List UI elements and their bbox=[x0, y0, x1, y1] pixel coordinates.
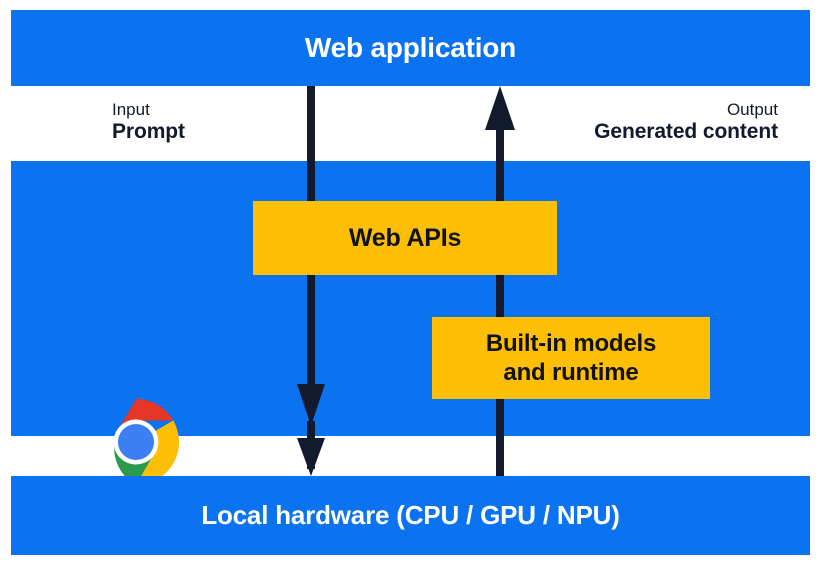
output-value: Generated content bbox=[594, 120, 778, 144]
builtin-models-line2: and runtime bbox=[503, 359, 639, 386]
input-kicker: Input bbox=[112, 100, 150, 119]
chrome-logo bbox=[113, 398, 180, 486]
output-kicker: Output bbox=[726, 100, 778, 119]
box-web-apis: Web APIs bbox=[253, 201, 557, 275]
input-value: Prompt bbox=[112, 120, 185, 144]
output-label: Output Generated content bbox=[594, 100, 778, 145]
builtin-models-line1: Built-in models bbox=[485, 329, 657, 357]
box-builtin-models: Built-in models and runtime bbox=[432, 317, 710, 399]
band-local-hardware: Local hardware (CPU / GPU / NPU) bbox=[11, 476, 810, 555]
local-hardware-title: Local hardware (CPU / GPU / NPU) bbox=[201, 500, 620, 530]
input-label: Input Prompt bbox=[112, 100, 185, 145]
web-application-title: Web application bbox=[304, 32, 517, 63]
builtin-models-label: Built-in models and runtime bbox=[485, 329, 657, 388]
arrow-down-to-hardware bbox=[297, 86, 325, 476]
web-apis-label: Web APIs bbox=[348, 223, 462, 252]
band-web-application: Web application bbox=[11, 10, 810, 86]
arrow-up-to-application bbox=[485, 86, 515, 476]
